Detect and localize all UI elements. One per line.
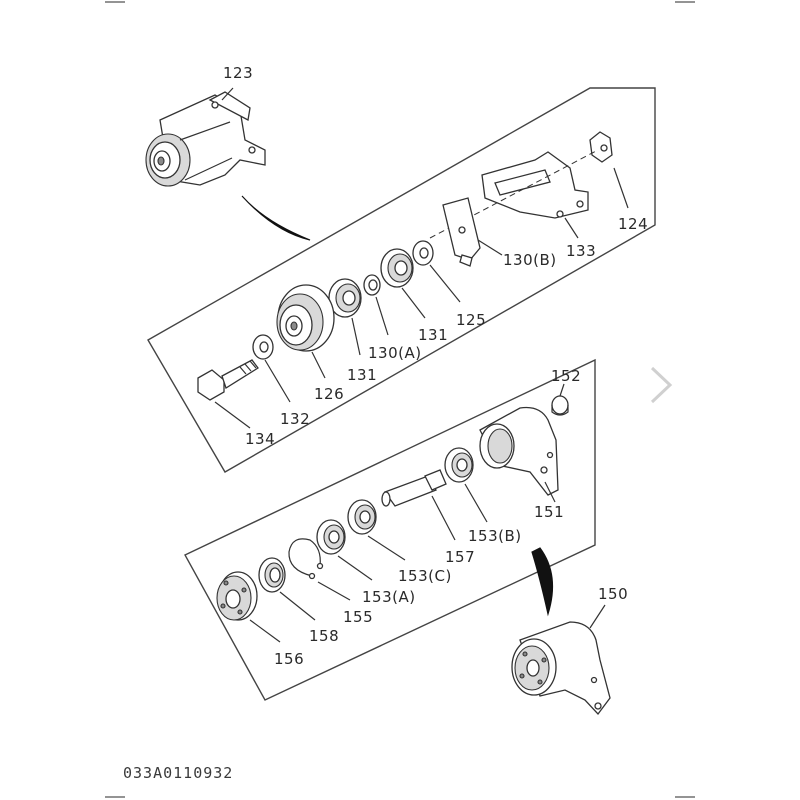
label-125: 125 — [456, 311, 486, 329]
part-153c — [347, 499, 377, 535]
part-124 — [589, 131, 613, 163]
leader-153c — [367, 535, 406, 561]
label-131-right: 131 — [418, 326, 448, 344]
drawing-number: 033A0110932 — [123, 764, 233, 782]
label-157: 157 — [445, 548, 475, 566]
part-153a — [316, 519, 346, 555]
label-153a: 153(A) — [362, 588, 416, 606]
upper-frame — [147, 87, 656, 473]
part-134 — [197, 359, 259, 401]
part-132 — [252, 334, 274, 360]
assembly-150-illustration — [511, 621, 611, 716]
label-133: 133 — [566, 242, 596, 260]
label-158: 158 — [309, 627, 339, 645]
assembly-123-illustration — [145, 91, 266, 187]
leader-131-left — [351, 317, 361, 356]
crop-marks — [105, 1, 695, 798]
lower-frame — [184, 358, 596, 701]
part-157 — [381, 469, 447, 507]
label-151: 151 — [534, 503, 564, 521]
leader-126 — [311, 351, 326, 379]
label-150: 150 — [598, 585, 628, 603]
part-155 — [288, 538, 324, 580]
part-130a — [363, 274, 381, 296]
part-126 — [276, 284, 335, 352]
part-158 — [258, 557, 286, 593]
leader-155 — [317, 581, 351, 601]
label-134: 134 — [245, 430, 275, 448]
arrow-from-lower-frame — [531, 547, 554, 617]
part-131-left — [328, 278, 362, 318]
leader-152 — [559, 383, 565, 397]
label-131-left: 131 — [347, 366, 377, 384]
leader-158 — [279, 591, 316, 621]
leader-153a — [337, 555, 373, 581]
leader-125 — [429, 264, 461, 303]
part-125 — [412, 240, 434, 266]
leader-130a — [375, 296, 389, 336]
label-130a: 130(A) — [368, 344, 422, 362]
chevron-right-icon[interactable] — [640, 360, 680, 410]
label-156: 156 — [274, 650, 304, 668]
leader-153b — [464, 483, 488, 523]
label-153c: 153(C) — [398, 567, 452, 585]
part-156 — [216, 571, 258, 621]
part-130b — [442, 197, 481, 267]
leader-133 — [564, 217, 579, 239]
label-124: 124 — [618, 215, 648, 233]
leader-134 — [214, 401, 251, 429]
leader-124 — [613, 167, 629, 209]
label-153b: 153(B) — [468, 527, 522, 545]
leader-156 — [249, 619, 281, 643]
label-152: 152 — [551, 367, 581, 385]
leader-132 — [264, 359, 291, 403]
label-155: 155 — [343, 608, 373, 626]
leader-131-right — [401, 287, 426, 319]
part-152 — [551, 395, 569, 416]
part-133 — [481, 151, 589, 219]
label-130b: 130(B) — [503, 251, 557, 269]
leader-123 — [221, 87, 234, 101]
leader-157 — [431, 495, 456, 541]
arrow-to-upper-frame — [241, 195, 311, 241]
part-151 — [479, 406, 559, 496]
part-153b — [444, 447, 474, 483]
label-123: 123 — [223, 64, 253, 82]
part-131-right — [380, 248, 414, 288]
leader-130b — [477, 239, 503, 256]
leader-151 — [544, 481, 556, 503]
label-126: 126 — [314, 385, 344, 403]
leader-150 — [589, 604, 606, 629]
label-132: 132 — [280, 410, 310, 428]
